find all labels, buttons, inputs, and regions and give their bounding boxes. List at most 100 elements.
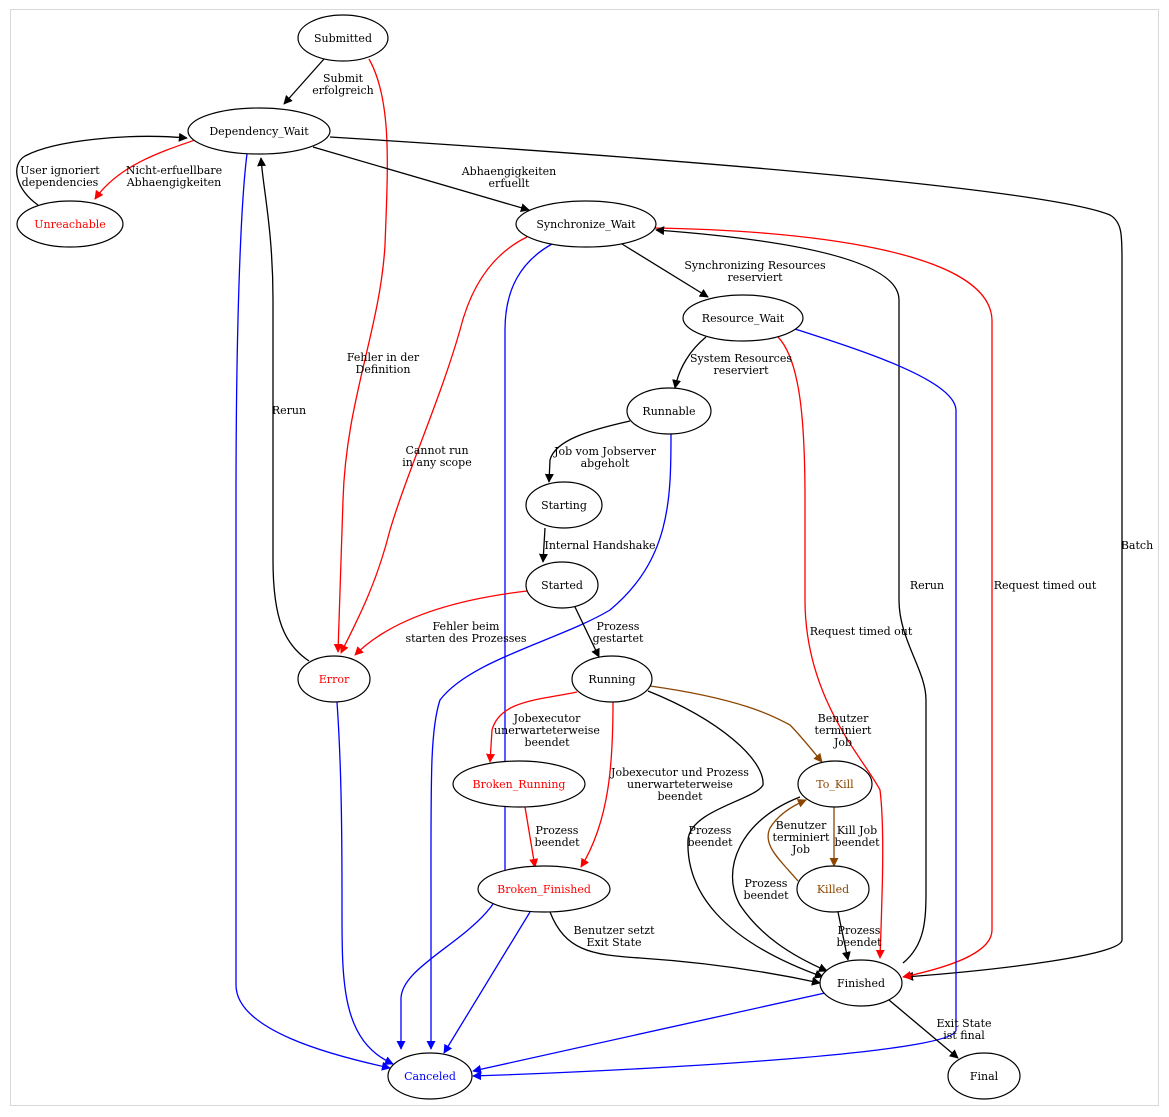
state-submitted: Submitted [297,14,389,62]
edge-label-line: Submit [323,72,364,85]
state-node-shape [571,655,653,703]
edge-label-handshake: Internal Handshake [544,539,655,552]
edge-broken-running-to-broken-finished [524,806,539,868]
state-unreachable: Unreachable [16,200,124,248]
state-label: Dependency_Wait [209,125,309,138]
edge-started-to-running [574,606,600,658]
edge-starting-to-started [538,527,548,563]
state-label: Running [588,673,635,686]
edge-runnable-to-starting [544,420,631,483]
edge-running-to-broken-running [486,691,578,763]
edge-label-line: reserviert [713,364,769,377]
edge-to-kill-to-finished [731,796,828,972]
edge-label-line: starten des Prozesses [405,632,526,645]
state-error: Error [297,655,371,703]
edge-label-line: dependencies [22,176,99,189]
edge-resource-wait-to-runnable [672,336,707,389]
edge-label-line: Jobexecutor [513,712,582,725]
state-node-shape [626,387,712,435]
state-label: To_Kill [816,778,854,791]
edge-resource-wait-to-finished-timeout [777,336,885,959]
edge-label-rerun-left: Rerun [272,404,306,417]
edge-label-line: Benutzer [776,819,827,832]
state-node-shape [796,865,870,913]
state-broken-finished: Broken_Finished [477,865,611,913]
edge-broken-finished-to-finished [549,911,821,986]
state-node-shape [819,959,903,1007]
edge-killed-to-finished [837,911,851,961]
state-synchronize-wait: Synchronize_Wait [515,200,657,248]
state-node-shape [297,14,389,62]
edge-label-line: erfuellt [489,177,530,190]
edge-error-to-dependency-wait [257,157,310,662]
state-label: Killed [817,883,849,896]
edge-label-line: Exit State [586,936,641,949]
edge-label-line: abgeholt [581,457,630,470]
edge-label-line: Exit State [936,1017,991,1030]
state-runnable: Runnable [626,387,712,435]
edge-label-line: Prozess [838,924,881,937]
state-broken-running: Broken_Running [452,760,586,808]
edge-label-line: Jobexecutor und Prozess [610,766,749,779]
edge-dependency-wait-to-finished-batch [329,136,1123,981]
edge-label-line: Job [833,736,852,749]
edge-label-request-timeout-sw: Request timed out [994,579,1097,592]
edge-label-request-timeout-rw: Request timed out [810,625,913,638]
state-node-shape [387,1052,473,1100]
state-running: Running [571,655,653,703]
edge-running-to-to-kill [649,685,823,763]
edge-label-line: Request timed out [994,579,1097,592]
edge-running-to-broken-finished [580,701,614,868]
state-finished: Finished [819,959,903,1007]
edge-label-line: erfolgreich [312,84,374,97]
edge-label-line: unerwarteterweise [627,778,733,791]
state-canceled: Canceled [387,1052,473,1100]
edge-label-line: Prozess [536,824,579,837]
diagram-frame [10,9,1159,1106]
state-label: Error [319,673,350,686]
edge-label-line: Request timed out [810,625,913,638]
state-label: Canceled [404,1070,456,1083]
state-final: Final [947,1052,1021,1100]
edge-finished-to-synchronize-wait-rerun [655,226,927,964]
edge-dependency-wait-to-synchronize-wait [312,146,530,213]
edge-label-line: Nicht-erfuellbare [126,164,222,177]
state-label: Submitted [314,32,372,45]
edge-label-line: beendet [834,836,880,849]
edge-label-line: Internal Handshake [544,539,655,552]
edge-label-line: Job vom Jobserver [553,445,657,458]
edge-synchronize-wait-to-finished-timeout [651,227,993,980]
state-started: Started [525,561,599,609]
edge-label-line: Abhaengigkeiten [126,176,222,189]
edge-killed-to-to-kill [767,799,807,882]
state-label: Runnable [642,405,695,418]
edge-running-to-finished [647,690,824,979]
edge-label-line: Rerun [910,579,944,592]
state-node-shape [515,200,657,248]
edge-resource-wait-to-canceled [472,328,957,1081]
edge-label-line: Abhaengigkeiten [461,165,557,178]
state-label: Started [541,579,583,592]
state-label: Broken_Finished [497,883,591,896]
edge-label-line: terminiert [773,831,831,844]
edge-label-line: beendet [524,736,570,749]
state-starting: Starting [525,481,603,529]
edge-label-line: beendet [687,836,733,849]
edge-dependency-wait-to-unreachable [94,139,196,200]
state-resource-wait: Resource_Wait [682,294,804,342]
state-node-shape [187,107,331,155]
edge-label-line: Definition [356,363,411,376]
state-node-shape [525,481,603,529]
edge-label-line: Benutzer setzt [573,924,655,937]
